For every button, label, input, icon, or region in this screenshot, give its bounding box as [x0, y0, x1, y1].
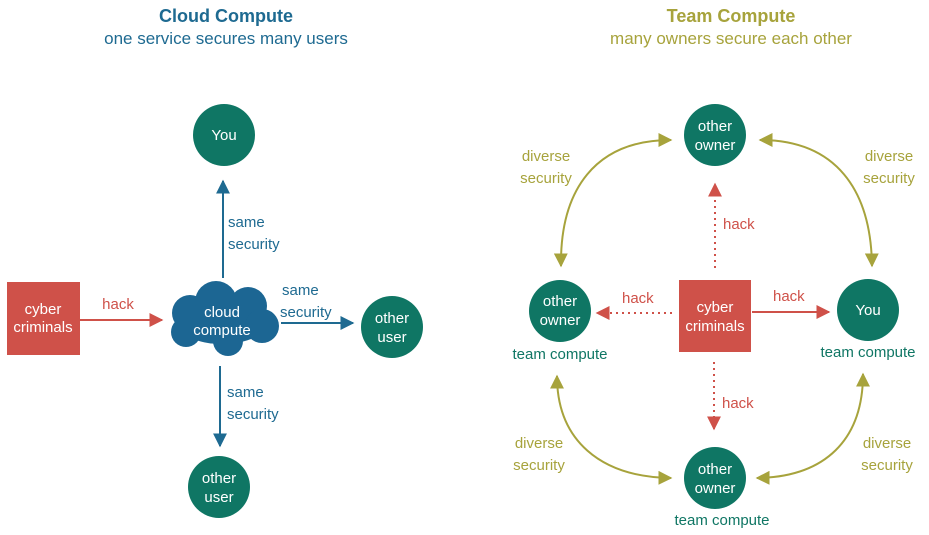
- hack-down-label: hack: [722, 395, 754, 412]
- right-you-node: [837, 279, 899, 341]
- right-you-caption: team compute: [820, 344, 915, 361]
- diverse-arrow-bottom-right: [755, 372, 870, 485]
- left-owner-line2: owner: [540, 312, 581, 329]
- left-cyber-criminals-box: [7, 282, 80, 355]
- left-owner-caption: team compute: [512, 346, 607, 363]
- diverse-arrow-bottom-left: [550, 374, 673, 485]
- top-owner-line2: owner: [695, 137, 736, 154]
- other-user-bottom-line1: other: [202, 470, 236, 487]
- top-owner-node: [684, 104, 746, 166]
- left-criminals-line2: criminals: [13, 319, 72, 336]
- right-criminals-line1: cyber: [697, 299, 734, 316]
- bottom-owner-caption: team compute: [674, 512, 769, 529]
- diverse-arrow-top-left: [553, 133, 673, 268]
- left-title: Cloud Compute: [159, 6, 293, 26]
- left-subtitle: one service secures many users: [104, 29, 348, 48]
- diverse-bl-line2: security: [513, 457, 565, 474]
- same-security-down-line2: security: [227, 406, 279, 423]
- cloud-line2: compute: [193, 322, 251, 339]
- left-you-node: [193, 104, 255, 166]
- same-security-down-line1: same: [227, 384, 264, 401]
- diverse-br-line2: security: [861, 457, 913, 474]
- right-title: Team Compute: [667, 6, 796, 26]
- diverse-br-line1: diverse: [863, 435, 911, 452]
- diverse-tr-line1: diverse: [865, 148, 913, 165]
- diverse-bl-line1: diverse: [515, 435, 563, 452]
- diverse-tl-line1: diverse: [522, 148, 570, 165]
- other-user-right-line2: user: [377, 329, 406, 346]
- left-other-user-node-right: [361, 296, 423, 358]
- left-hack-label: hack: [102, 296, 134, 313]
- hack-right-label: hack: [773, 288, 805, 305]
- bottom-owner-line2: owner: [695, 480, 736, 497]
- diverse-tr-line2: security: [863, 170, 915, 187]
- left-owner-line1: other: [543, 293, 577, 310]
- left-you-label: You: [211, 127, 236, 144]
- other-user-bottom-line2: user: [204, 489, 233, 506]
- hack-left-label: hack: [622, 290, 654, 307]
- right-you-label: You: [855, 302, 880, 319]
- top-owner-line1: other: [698, 118, 732, 135]
- same-security-right-line2: security: [280, 304, 332, 321]
- same-security-up-line2: security: [228, 236, 280, 253]
- left-other-user-node-bottom: [188, 456, 250, 518]
- diverse-tl-line2: security: [520, 170, 572, 187]
- left-criminals-line1: cyber: [25, 301, 62, 318]
- cloud-line1: cloud: [204, 304, 240, 321]
- hack-up-label: hack: [723, 216, 755, 233]
- bottom-owner-node: [684, 447, 746, 509]
- left-owner-node: [529, 280, 591, 342]
- right-criminals-line2: criminals: [685, 318, 744, 335]
- same-security-up-line1: same: [228, 214, 265, 231]
- right-cyber-criminals-box: [679, 280, 751, 352]
- other-user-right-line1: other: [375, 310, 409, 327]
- diverse-arrow-top-right: [758, 133, 879, 268]
- cloud-compute-shape: [171, 281, 279, 356]
- right-subtitle: many owners secure each other: [610, 29, 852, 48]
- same-security-right-line1: same: [282, 282, 319, 299]
- bottom-owner-line1: other: [698, 461, 732, 478]
